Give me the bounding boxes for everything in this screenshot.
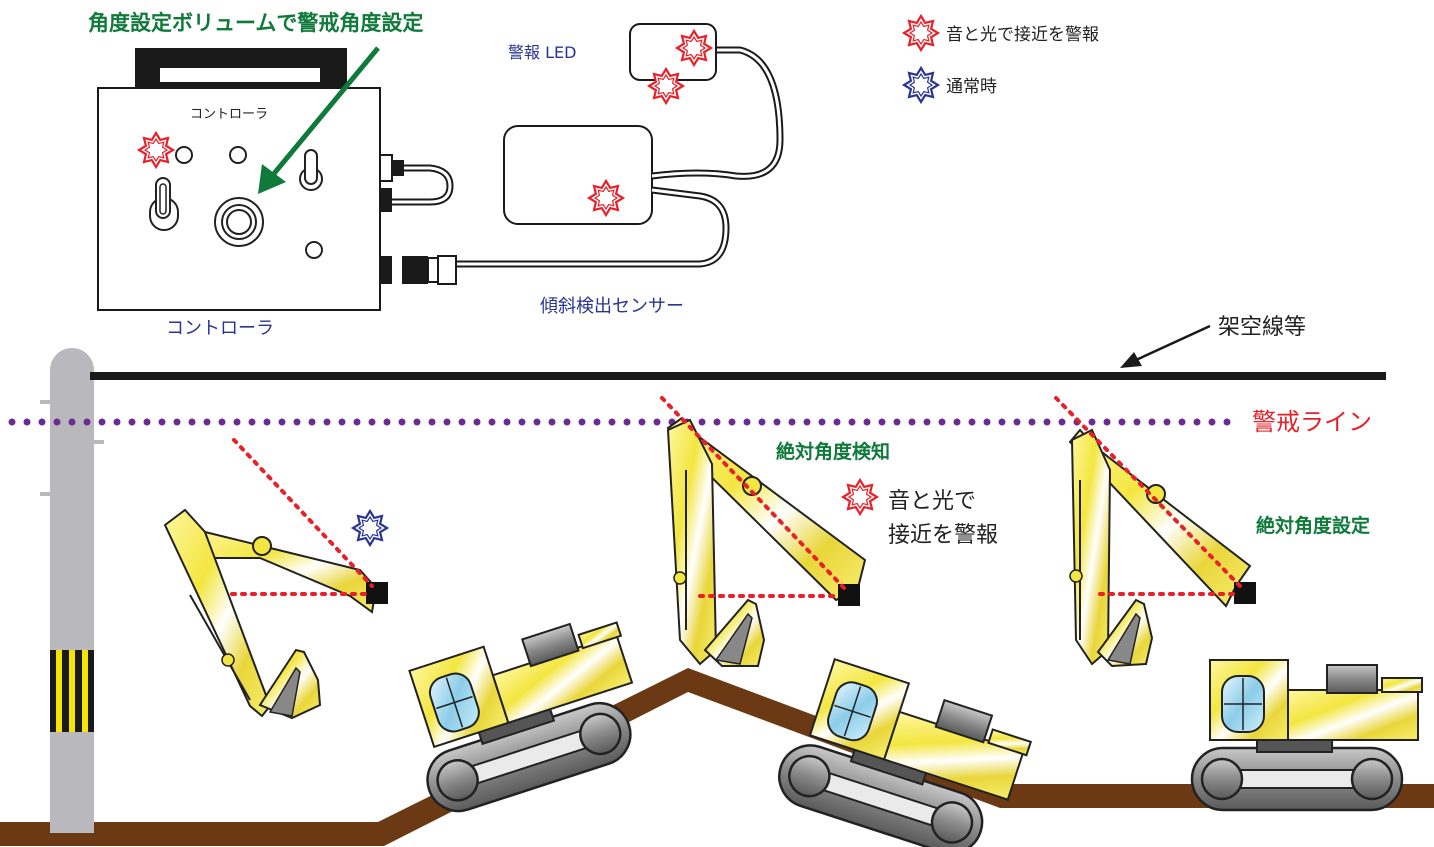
controller-label: コントローラ bbox=[166, 318, 274, 339]
alarm-text-line1: 音と光で bbox=[888, 489, 976, 514]
controller-device bbox=[97, 48, 404, 311]
tilt-sensor bbox=[402, 46, 784, 285]
ground bbox=[0, 668, 1434, 846]
controller-panel-label: コントローラ bbox=[190, 107, 268, 122]
legend-blue-star-icon bbox=[902, 66, 940, 104]
overhead-line-label: 架空線等 bbox=[1218, 315, 1306, 340]
overhead-line-arrow bbox=[1120, 324, 1211, 368]
warning-line-label: 警戒ライン bbox=[1252, 408, 1372, 436]
warning-led-label: 警報 LED bbox=[508, 43, 576, 62]
legend-alarm-text: 音と光で接近を警報 bbox=[946, 25, 1099, 45]
tilt-sensor-label: 傾斜検出センサー bbox=[540, 296, 684, 317]
utility-pole bbox=[40, 348, 104, 833]
alarm-text-line2: 接近を警報 bbox=[888, 523, 998, 548]
angle-volume-note: 角度設定ボリュームで警戒角度設定 bbox=[88, 11, 423, 35]
excavator-1 bbox=[163, 438, 659, 821]
legend-red-star-icon bbox=[902, 14, 940, 52]
absolute-angle-detect-label: 絶対角度検知 bbox=[776, 440, 890, 463]
controller-red-star-icon bbox=[137, 131, 175, 169]
green-arrow bbox=[258, 46, 380, 194]
sensor-red-star-icon bbox=[587, 179, 625, 217]
excavator-3 bbox=[1054, 396, 1424, 812]
led-red-star-icon-1 bbox=[675, 29, 713, 67]
alarm-red-star-icon bbox=[841, 478, 879, 516]
led-red-star-icon-2 bbox=[647, 67, 685, 105]
excavator-2 bbox=[660, 396, 1038, 847]
absolute-angle-setting-label: 絶対角度設定 bbox=[1256, 514, 1370, 537]
blue-star-icon bbox=[351, 509, 389, 547]
legend-normal-text: 通常時 bbox=[946, 77, 997, 97]
